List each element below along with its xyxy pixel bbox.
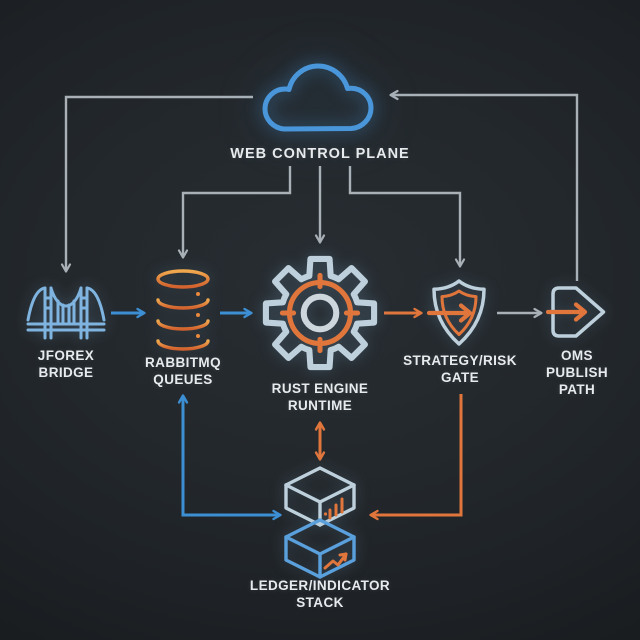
cloud-label: WEB CONTROL PLANE bbox=[230, 146, 410, 162]
suspension-bridge-icon bbox=[26, 282, 106, 342]
edge-rabbitmq-ledger-bidirectional bbox=[177, 394, 282, 521]
bridge-label: JFOREX BRIDGE bbox=[37, 348, 95, 380]
ledger-label: LEDGER/INDICATOR STACK bbox=[249, 578, 391, 610]
database-cylinders-icon bbox=[151, 268, 215, 352]
cloud-icon bbox=[258, 56, 382, 140]
edge-controlplane-to-rabbitmq bbox=[177, 166, 292, 259]
edge-gate-to-ledger bbox=[369, 394, 463, 521]
gate-label: STRATEGY/RISK GATE bbox=[403, 353, 517, 385]
edge-cloud-to-bridge bbox=[60, 95, 253, 273]
oms-label: OMS PUBLISH PATH bbox=[545, 348, 609, 397]
stacked-boxes-icon bbox=[272, 464, 368, 580]
rabbitmq-label: RABBITMQ QUEUES bbox=[145, 355, 221, 387]
publish-arrow-badge-icon bbox=[545, 283, 608, 341]
edge-oms-to-cloud bbox=[389, 89, 579, 281]
shield-arrow-icon bbox=[426, 277, 491, 349]
edge-controlplane-to-gate bbox=[348, 166, 466, 268]
gear-icon bbox=[259, 252, 381, 374]
engine-label: RUST ENGINE RUNTIME bbox=[271, 381, 369, 413]
